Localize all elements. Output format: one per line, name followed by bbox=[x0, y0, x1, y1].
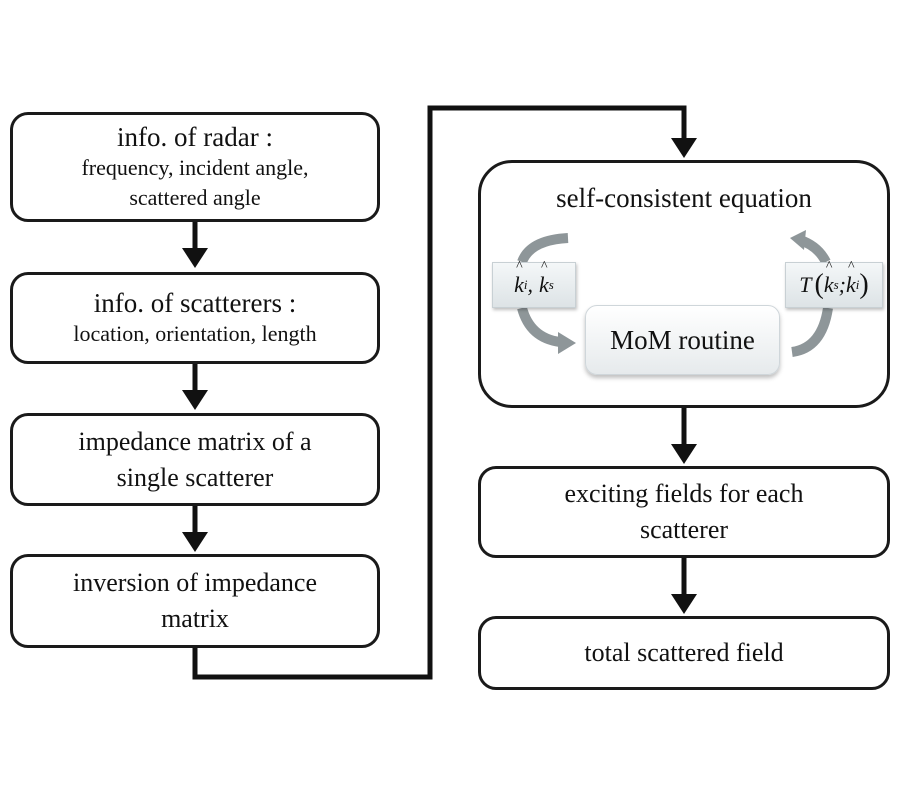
box-text: impedance matrix of a bbox=[78, 426, 312, 456]
arrowhead-icon bbox=[671, 444, 697, 464]
cycle-arrowhead-icon bbox=[790, 230, 806, 250]
box-detail: location, orientation, length bbox=[73, 321, 317, 346]
inversion-box: inversion of impedance matrix bbox=[10, 554, 380, 648]
sub-s: s bbox=[833, 277, 839, 292]
box-text: matrix bbox=[161, 604, 229, 633]
box-title: info. of radar : bbox=[117, 122, 273, 152]
sep: , bbox=[527, 272, 534, 297]
arrowhead-icon bbox=[671, 138, 697, 158]
input-vectors-label: ki,ks bbox=[492, 259, 576, 308]
exciting-fields-box: exciting fields for each scatterer bbox=[478, 466, 890, 558]
box-text: exciting fields for each bbox=[564, 479, 804, 508]
box-text: inversion of impedance bbox=[72, 568, 318, 597]
arrowhead-icon bbox=[182, 532, 208, 552]
sub-i: i bbox=[523, 277, 528, 292]
sep: ; bbox=[838, 272, 846, 297]
t-symbol: T bbox=[799, 272, 812, 297]
box-text: single scatterer bbox=[116, 462, 274, 492]
box-text: total scattered field bbox=[584, 638, 784, 667]
box-detail: scattered angle bbox=[129, 185, 261, 210]
t-matrix-label: T(ks;ki) bbox=[785, 259, 883, 308]
scatterers-info-box: info. of scatterers : location, orientat… bbox=[10, 272, 380, 364]
k-hat: k bbox=[514, 259, 524, 298]
sce-title: self-consistent equation bbox=[556, 183, 812, 213]
sub-s: s bbox=[548, 277, 554, 292]
impedance-matrix-box: impedance matrix of a single scatterer bbox=[10, 413, 380, 506]
arrowhead-icon bbox=[182, 390, 208, 410]
cycle-arrowhead-icon bbox=[558, 332, 576, 354]
k-hat: k bbox=[539, 259, 549, 298]
paren: ) bbox=[859, 269, 869, 300]
total-scattered-field-box: total scattered field bbox=[478, 616, 890, 690]
paren: ( bbox=[814, 269, 824, 300]
cycle-arc-icon bbox=[791, 307, 833, 357]
mom-routine-box: MoM routine bbox=[585, 305, 780, 375]
box-detail: frequency, incident angle, bbox=[81, 155, 309, 180]
cycle-arc-icon bbox=[517, 233, 569, 265]
radar-info-box: info. of radar : frequency, incident ang… bbox=[10, 112, 380, 222]
k-hat: k bbox=[846, 259, 856, 298]
box-title: info. of scatterers : bbox=[93, 288, 297, 318]
k-hat: k bbox=[824, 259, 834, 298]
arrowhead-icon bbox=[182, 248, 208, 268]
arrowhead-icon bbox=[671, 594, 697, 614]
cycle-arc-icon bbox=[517, 306, 561, 347]
arrow-4-to-sce bbox=[192, 105, 687, 680]
sub-i: i bbox=[855, 277, 860, 292]
box-text: scatterer bbox=[639, 515, 729, 544]
